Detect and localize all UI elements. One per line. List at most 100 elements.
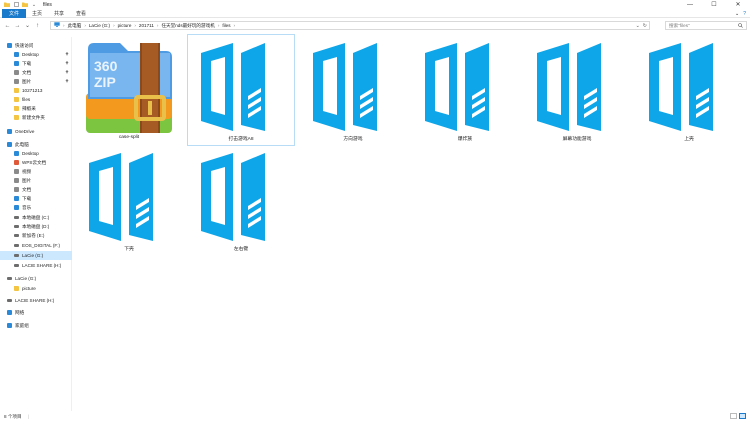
application-icon — [537, 43, 617, 131]
computer-icon — [54, 22, 60, 29]
desktop-icon — [14, 52, 19, 57]
file-item[interactable]: 下壳 — [76, 145, 182, 255]
sidebar-item[interactable]: WPS云文档 — [0, 158, 72, 167]
title-bar: ⌄ files — ☐ ✕ — [0, 0, 750, 9]
chevron-down-icon[interactable]: ⌄ — [31, 1, 37, 8]
sidebar-item-label: files — [22, 97, 31, 102]
sidebar-item[interactable]: 音乐 — [0, 203, 72, 212]
sidebar-item-label: 文档 — [22, 186, 32, 192]
breadcrumb-separator: › — [233, 23, 236, 28]
sidebar-item-label: WPS云文档 — [22, 159, 47, 165]
sidebar-item[interactable]: 10271213 — [0, 86, 72, 95]
sidebar-item[interactable]: 新加卷 (E:) — [0, 231, 72, 240]
ribbon-collapse-icon[interactable]: ⌄ — [735, 10, 740, 17]
help-icon[interactable]: ? — [743, 10, 746, 17]
large-icons-view-button[interactable] — [739, 413, 746, 419]
sidebar-item-label: 文档 — [22, 69, 32, 75]
network-icon — [7, 310, 12, 315]
breadcrumb-this-pc[interactable]: 此电脑 — [67, 22, 82, 28]
sidebar-item[interactable]: EOS_DIGITAL (F:) — [0, 241, 72, 250]
sidebar-item[interactable]: 快速访问 — [0, 41, 72, 50]
file-item[interactable]: 爆炸族 — [412, 35, 518, 145]
sidebar-item[interactable]: Desktop — [0, 50, 72, 59]
download-icon — [14, 196, 19, 201]
sidebar-item[interactable]: 图片 — [0, 176, 72, 185]
drive-icon — [14, 254, 19, 257]
file-item[interactable]: 屏幕功能游戏 — [524, 35, 630, 145]
sidebar-item[interactable]: files — [0, 95, 72, 104]
cloud-doc-icon — [14, 160, 19, 165]
sidebar-item[interactable]: Desktop — [0, 149, 72, 158]
tab-share[interactable]: 共享 — [54, 10, 65, 17]
maximize-button[interactable]: ☐ — [711, 2, 717, 8]
sidebar-item[interactable]: 文档 — [0, 185, 72, 194]
sidebar-item[interactable]: 此电脑 — [0, 140, 72, 149]
tab-view[interactable]: 查看 — [76, 10, 87, 17]
sidebar-item[interactable]: 下载 — [0, 59, 72, 68]
sidebar-item[interactable]: 网络 — [0, 308, 72, 317]
back-button[interactable]: ← — [4, 22, 11, 29]
sidebar-item[interactable]: LaCie (G:) — [0, 251, 72, 260]
picture-icon — [14, 178, 19, 183]
sidebar-item[interactable]: 辣椒采 — [0, 104, 72, 113]
sidebar-item-label: EOS_DIGITAL (F:) — [22, 243, 61, 248]
sidebar-item[interactable]: 家庭组 — [0, 321, 72, 330]
sidebar-item-label: LACIE SHARE (H:) — [22, 263, 62, 268]
cloud-icon — [7, 129, 12, 134]
breadcrumb-picture[interactable]: picture — [117, 23, 132, 28]
sidebar-item[interactable]: 新建文件夹 — [0, 113, 72, 122]
file-name: 方向游戏 — [343, 137, 363, 142]
drive-icon — [7, 299, 12, 302]
refresh-icon[interactable]: ↻ — [642, 22, 647, 29]
sidebar-item[interactable]: picture — [0, 284, 72, 293]
drive-icon — [14, 234, 19, 237]
sidebar-item[interactable]: 文档 — [0, 68, 72, 77]
sidebar-item[interactable]: OneDrive — [0, 127, 72, 136]
sidebar-item[interactable]: 本地磁盘 (C:) — [0, 213, 72, 222]
tab-file[interactable]: 文件 — [2, 8, 27, 18]
address-dropdown-icon[interactable]: ⌄ — [635, 22, 640, 29]
search-input[interactable]: 搜索"files" — [665, 21, 747, 30]
sidebar-item-label: 本地磁盘 (D:) — [22, 223, 50, 229]
recent-locations-button[interactable]: ⌄ — [24, 23, 31, 29]
sidebar-item-label: 网络 — [15, 309, 25, 315]
sidebar-item[interactable]: LaCie (G:) — [0, 274, 72, 283]
sidebar-item[interactable]: LACIE SHARE (H:) — [0, 296, 72, 305]
file-item[interactable]: 上壳 — [636, 35, 742, 145]
drive-icon — [14, 225, 19, 228]
address-bar[interactable]: › 此电脑 › LaCie (G:) › picture › 201711 › … — [50, 21, 650, 30]
close-button[interactable]: ✕ — [735, 2, 741, 8]
sidebar-item-label: 下载 — [22, 60, 32, 66]
svg-text:ZIP: ZIP — [94, 74, 116, 90]
breadcrumb-lacie[interactable]: LaCie (G:) — [88, 23, 111, 28]
sidebar-item-label: 图片 — [22, 177, 32, 183]
minimize-button[interactable]: — — [687, 1, 693, 8]
breadcrumb-201711[interactable]: 201711 — [138, 23, 154, 28]
search-icon[interactable] — [738, 23, 743, 30]
breadcrumb-files[interactable]: files — [222, 23, 231, 28]
sidebar-item[interactable]: 本地磁盘 (D:) — [0, 222, 72, 231]
details-view-button[interactable] — [730, 413, 737, 419]
new-folder-icon[interactable] — [22, 2, 28, 8]
sidebar-item[interactable]: 下载 — [0, 194, 72, 203]
nav-buttons: ← → ⌄ ↑ — [0, 21, 42, 30]
file-item[interactable]: 左右键 — [188, 145, 294, 255]
file-item[interactable]: 打击游戏A8 — [187, 34, 295, 146]
up-button[interactable]: ↑ — [36, 22, 39, 29]
sidebar-item[interactable]: 视频 — [0, 167, 72, 176]
file-item[interactable]: 方向游戏 — [300, 35, 406, 145]
properties-icon[interactable] — [13, 2, 19, 8]
breadcrumb-nds-folder[interactable]: 任天堂nds最好玩的游戏机 — [161, 22, 215, 28]
drive-icon — [14, 216, 19, 219]
breadcrumb-separator: › — [217, 23, 220, 28]
pin-icon — [65, 61, 69, 66]
picture-icon — [14, 79, 19, 84]
sidebar-item-label: 新加卷 (E:) — [22, 232, 45, 238]
sidebar-item[interactable]: 图片 — [0, 77, 72, 86]
forward-button[interactable]: → — [14, 22, 21, 29]
tab-home[interactable]: 主页 — [32, 10, 43, 17]
sidebar-item[interactable]: LACIE SHARE (H:) — [0, 261, 72, 270]
